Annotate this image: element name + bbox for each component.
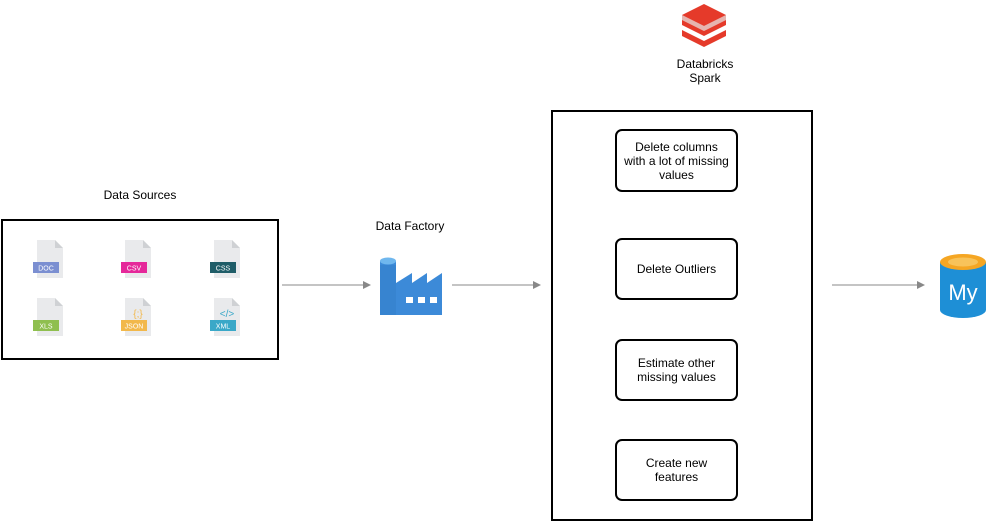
file-icon-css: CSS: [210, 240, 240, 278]
databricks-icon: [682, 4, 726, 47]
file-ext-label: XML: [216, 324, 231, 331]
file-icon-doc: DOC: [33, 240, 63, 278]
step-delete-outliers: Delete Outliers: [615, 238, 738, 300]
file-ext-label: JSON: [125, 324, 144, 331]
step-delete-columns: Delete columns with a lot of missing val…: [615, 129, 738, 192]
file-ext-label: XLS: [39, 324, 53, 331]
databricks-title-line2: Spark: [689, 71, 721, 85]
step-create-features: Create new features: [615, 439, 738, 501]
mysql-label: My: [948, 280, 977, 305]
step-estimate-missing: Estimate other missing values: [615, 339, 738, 401]
databricks-title: Databricks Spark: [655, 57, 755, 85]
file-icon-json: {;} JSON: [121, 298, 151, 336]
databricks-title-line1: Databricks: [676, 57, 734, 71]
file-icon-xml: </> XML: [210, 298, 240, 336]
data-sources-title: Data Sources: [103, 188, 177, 202]
file-ext-label: CSV: [127, 266, 142, 273]
data-factory-title: Data Factory: [375, 219, 445, 233]
mysql-database-icon: My: [940, 254, 986, 318]
file-glyph: {;}: [133, 309, 143, 320]
file-ext-label: CSS: [216, 266, 231, 273]
file-glyph: </>: [220, 309, 235, 320]
file-icon-xls: XLS: [33, 298, 63, 336]
data-factory-icon: [380, 257, 442, 315]
file-ext-label: DOC: [38, 266, 54, 273]
file-icon-csv: CSV: [121, 240, 151, 278]
